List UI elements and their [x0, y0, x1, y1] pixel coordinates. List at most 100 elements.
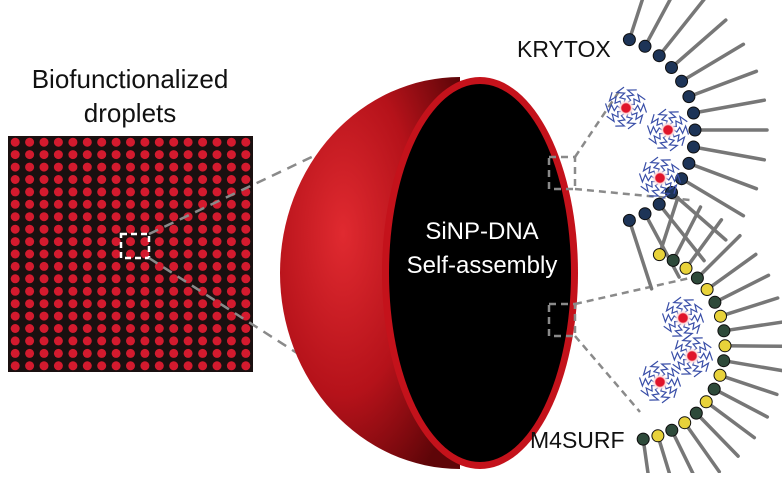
microdroplet	[25, 299, 35, 309]
microdroplet	[97, 361, 107, 371]
microdroplet	[140, 274, 150, 284]
microdroplet	[212, 348, 222, 358]
microdroplet	[97, 249, 107, 259]
microdroplet	[154, 311, 164, 321]
microdroplet	[10, 237, 20, 247]
microdroplet	[126, 150, 135, 160]
surfactant-head	[652, 197, 666, 211]
microdroplet	[39, 261, 49, 271]
microdroplet	[111, 361, 121, 371]
microdroplet	[39, 187, 49, 197]
microdroplet	[111, 237, 121, 247]
microdroplet	[169, 212, 179, 222]
interface-box-top	[547, 155, 577, 191]
microdroplet	[154, 175, 164, 184]
microdroplet	[10, 261, 20, 271]
microdroplet	[25, 187, 35, 197]
microdroplet	[97, 286, 107, 296]
microdroplet	[212, 274, 222, 284]
microdroplet	[126, 224, 135, 234]
surfactant-head	[679, 261, 693, 275]
microdroplet	[10, 311, 20, 321]
microdroplet	[39, 249, 49, 259]
microdroplet	[154, 274, 164, 284]
microdroplet	[212, 249, 222, 259]
microdroplet	[126, 299, 135, 309]
microdroplet	[241, 286, 251, 296]
microdroplet	[10, 212, 20, 222]
microdroplet	[97, 162, 107, 172]
surfactant-tail	[679, 42, 746, 84]
callout-line-bottom-2	[574, 335, 641, 413]
surfactant-tail	[705, 252, 758, 292]
microdroplet	[97, 324, 107, 333]
microdroplet	[25, 237, 35, 247]
surfactant-tail	[669, 18, 728, 70]
microdroplet	[10, 361, 20, 371]
microdroplet	[82, 299, 92, 309]
surfactant-tail	[627, 218, 654, 291]
droplet-grid	[10, 137, 251, 371]
nanoparticle-core	[678, 313, 688, 323]
microdroplet	[68, 150, 78, 160]
surfactant-tail	[656, 434, 673, 478]
microdroplet	[183, 299, 193, 309]
microdroplet	[183, 187, 193, 197]
microdroplet	[10, 199, 20, 209]
surfactant-tail	[712, 387, 770, 419]
callout-line-bottom-1	[574, 276, 691, 306]
microdroplet	[226, 237, 236, 247]
microdroplet	[53, 348, 63, 358]
surfactant-head	[717, 354, 731, 368]
microdroplet	[68, 199, 78, 209]
microdroplet	[39, 311, 49, 321]
microdroplet	[10, 137, 20, 147]
microdroplet	[169, 237, 179, 247]
surfactant-head	[714, 309, 727, 323]
microdroplet	[25, 361, 35, 371]
microdroplet	[82, 336, 92, 346]
surfactant-tail	[682, 420, 722, 474]
microdroplet	[97, 336, 107, 346]
microdroplet	[25, 274, 35, 284]
microdroplet	[39, 224, 49, 234]
sinp-dna-particle	[670, 334, 714, 378]
microdroplet	[111, 199, 121, 209]
nanoparticle-core	[655, 173, 665, 183]
surfactant-head	[699, 395, 713, 409]
microdroplet	[226, 199, 236, 209]
microdroplet	[183, 224, 193, 234]
microdroplet	[241, 175, 251, 184]
microdroplet	[126, 261, 135, 271]
microdroplet	[39, 348, 49, 358]
microdroplet	[111, 348, 121, 358]
microdroplet	[169, 175, 179, 184]
microdroplet	[154, 137, 164, 147]
microdroplet	[97, 261, 107, 271]
microdroplet	[39, 212, 49, 222]
nanoparticle-core	[687, 351, 697, 361]
microdroplet	[226, 336, 236, 346]
microdroplet	[183, 286, 193, 296]
microdroplet	[183, 348, 193, 358]
microdroplet	[169, 336, 179, 346]
microdroplet	[111, 162, 121, 172]
microdroplet	[39, 324, 49, 333]
microdroplet	[82, 361, 92, 371]
droplet-hemisphere	[280, 77, 578, 469]
microdroplet	[226, 324, 236, 333]
microdroplet	[226, 249, 236, 259]
microdroplet	[68, 286, 78, 296]
microdroplet	[241, 336, 251, 346]
surfactant-head	[708, 295, 722, 309]
microdroplet	[154, 348, 164, 358]
microdroplet	[154, 249, 164, 259]
zoom-selection-box	[119, 232, 151, 260]
microdroplet	[183, 261, 193, 271]
callout-line-top-1	[573, 89, 622, 158]
microdroplet	[169, 224, 179, 234]
surfactant-head	[713, 368, 727, 382]
microdroplet	[226, 361, 236, 371]
microdroplet	[169, 150, 179, 160]
microdroplet	[154, 261, 164, 271]
